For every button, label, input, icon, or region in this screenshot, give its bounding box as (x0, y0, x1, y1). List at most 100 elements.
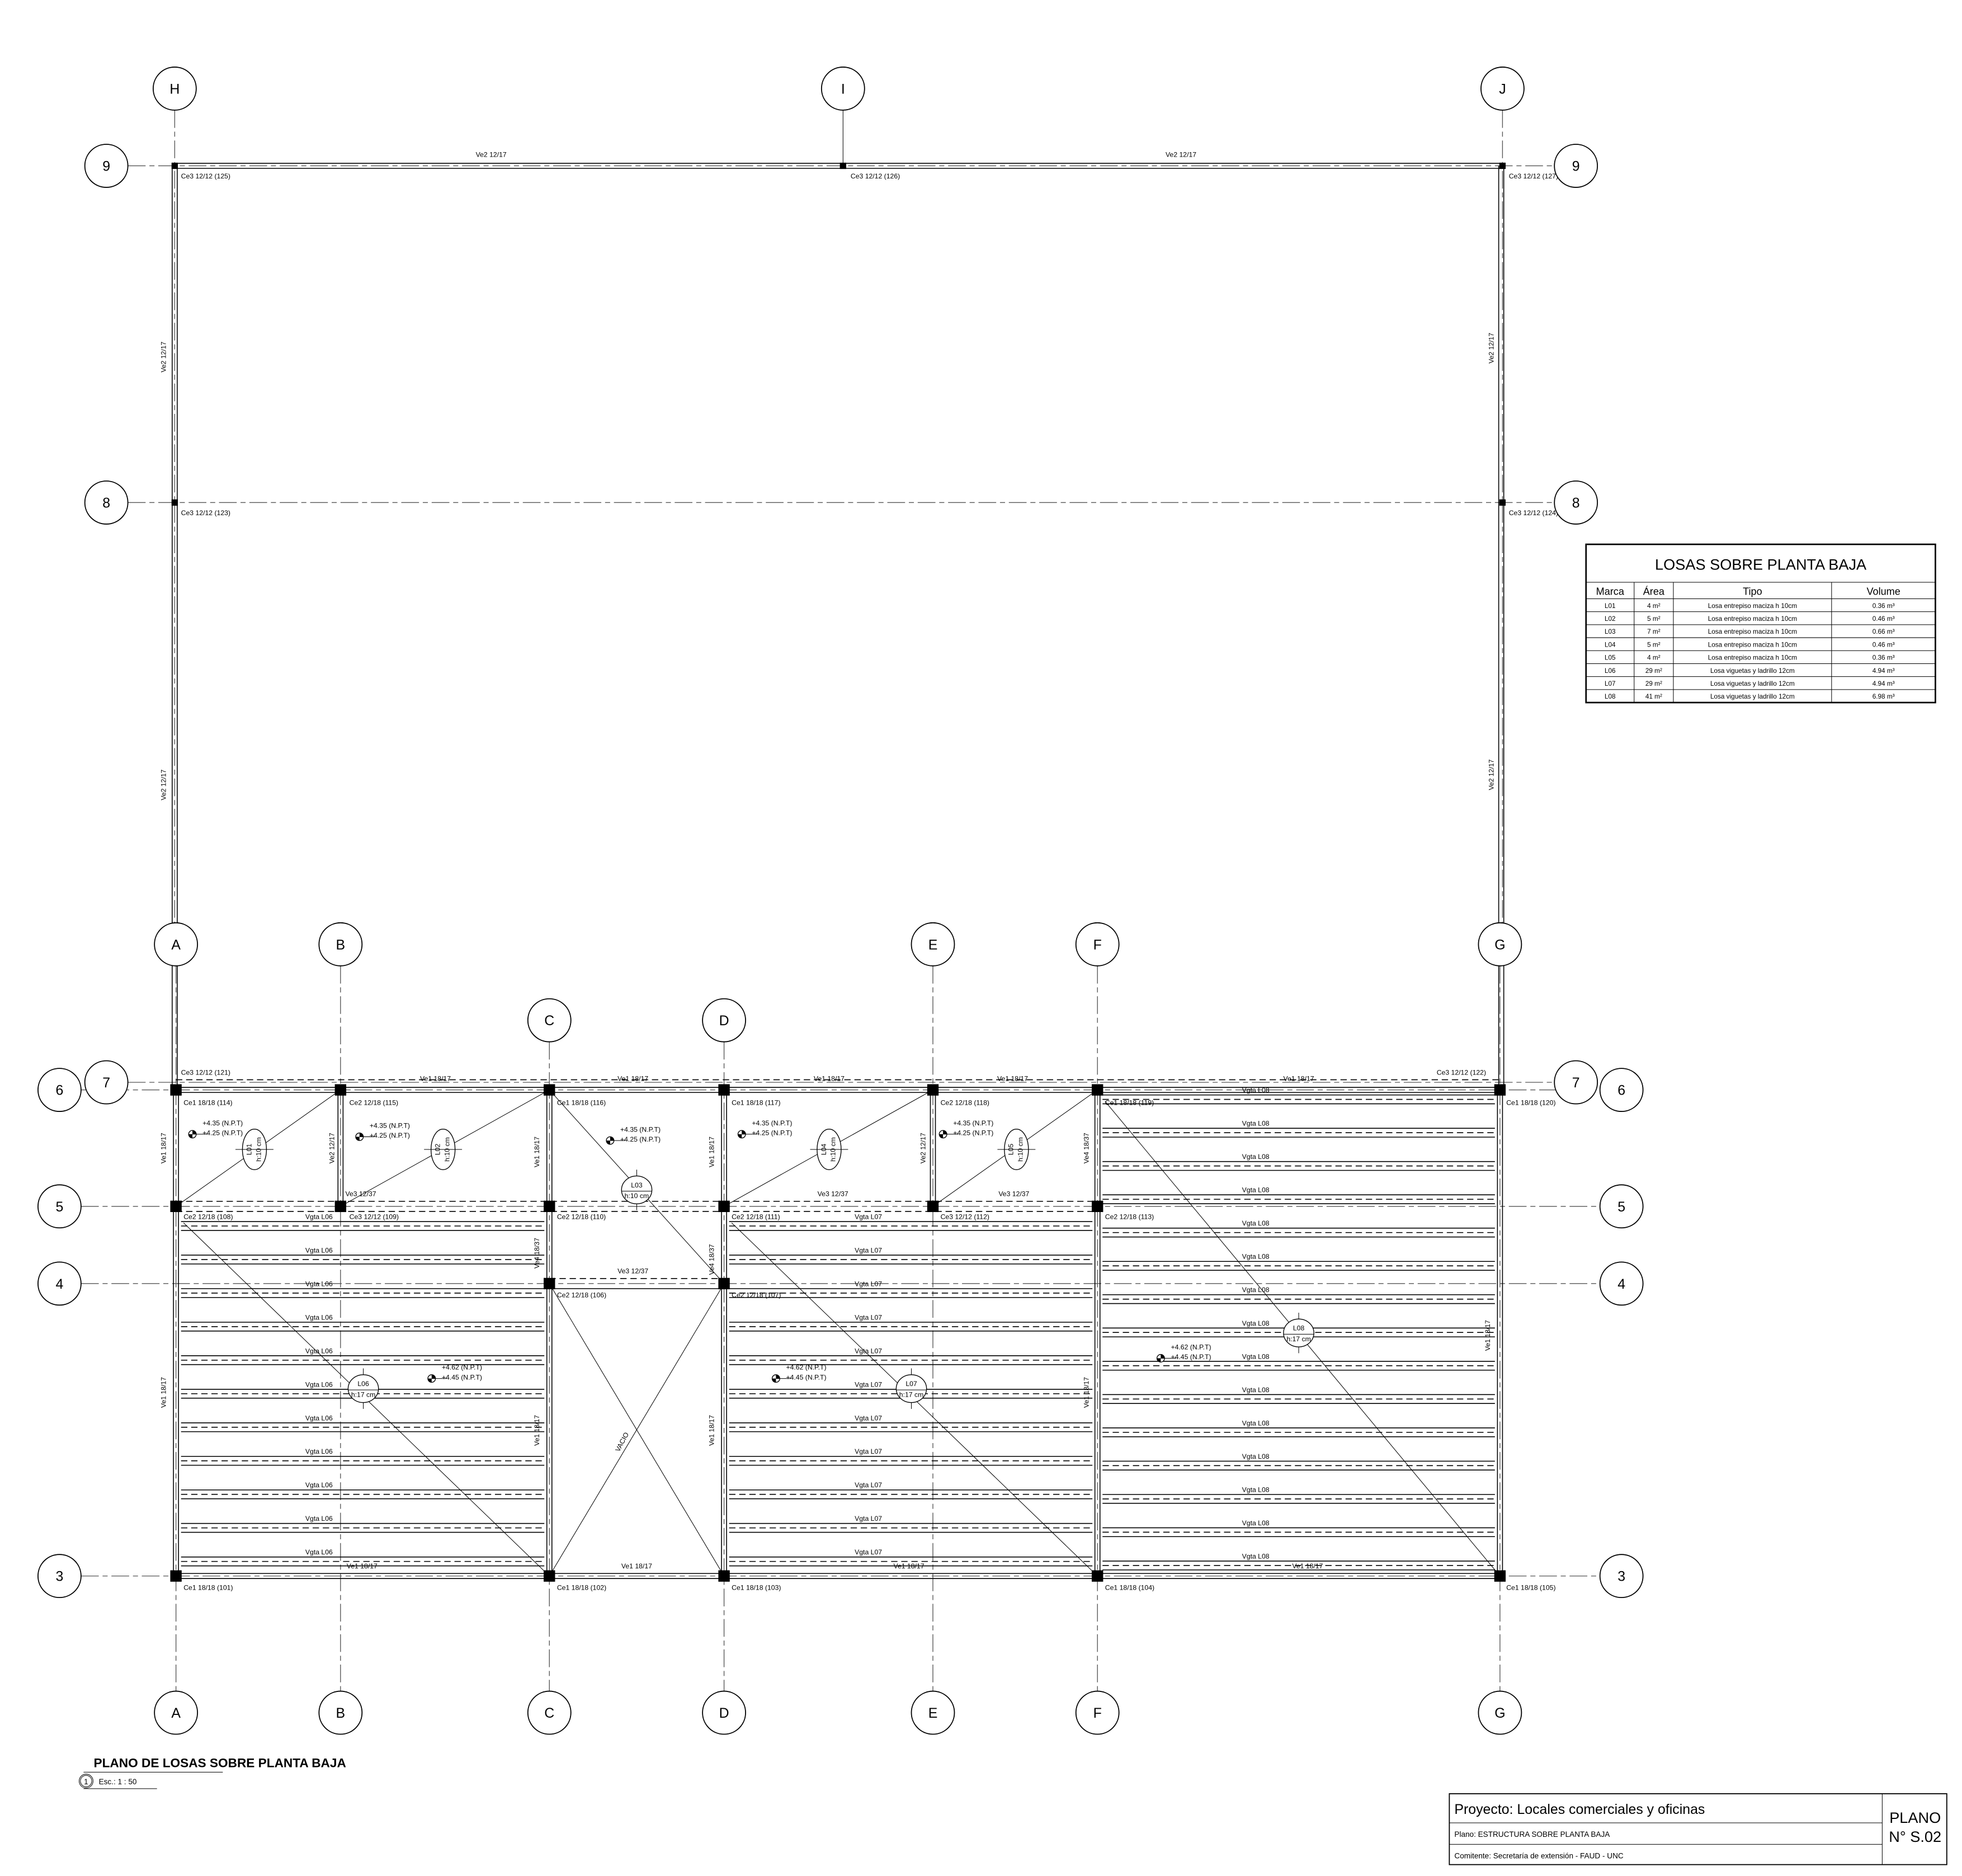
column-H8 (171, 499, 178, 506)
table-cell: Losa viguetas y ladrillo 12cm (1710, 667, 1795, 675)
level-top: +4.62 (N.P.T) (442, 1364, 482, 1371)
slab-tag-mark: L06 (357, 1380, 369, 1388)
level-top: +4.35 (N.P.T) (953, 1119, 993, 1127)
level-marker-icon (356, 1133, 364, 1141)
slab-tag-thickness: h:10 cm (254, 1137, 262, 1161)
column-label: Ce3 12/12 (127) (1509, 172, 1558, 180)
schedule-title: LOSAS SOBRE PLANTA BAJA (1655, 555, 1867, 573)
grid-bubble-top-G (1478, 922, 1522, 967)
column-C5 (544, 1200, 555, 1212)
column-label: Ce1 18/18 (117) (732, 1099, 780, 1107)
column-A6 (170, 1084, 182, 1096)
client-name: Comitente: Secretaría de extensión - FAU… (1454, 1851, 1623, 1860)
grid-bubble-bottom-D-label: D (719, 1705, 729, 1721)
beam-label: Ve3 12/37 (617, 1267, 648, 1275)
table-cell: 0.36 m³ (1873, 654, 1895, 662)
table-cell: L04 (1605, 641, 1616, 648)
column-label: Ce2 12/18 (111) (732, 1213, 780, 1220)
beam-label: Ve1 18/17 (893, 1562, 924, 1570)
column-C6 (544, 1084, 555, 1096)
column-B5 (334, 1200, 347, 1212)
level-top: +4.62 (N.P.T) (786, 1364, 826, 1371)
table-cell: Losa viguetas y ladrillo 12cm (1710, 680, 1795, 687)
grid-bubble-right-7-label: 7 (1572, 1075, 1580, 1091)
table-cell: L02 (1605, 615, 1616, 623)
joist-label: Vgta L07 (855, 1280, 882, 1288)
beam-label: Ve3 12/37 (998, 1190, 1029, 1198)
column-F3 (1092, 1570, 1103, 1582)
level-marker-icon (188, 1130, 196, 1138)
column-label: Ce1 18/18 (116) (557, 1099, 606, 1107)
level-bottom: +4.45 (N.P.T) (786, 1373, 826, 1381)
column-label: Ce1 18/18 (101) (183, 1584, 233, 1592)
column-label: Ce2 12/18 (118) (941, 1099, 989, 1107)
grid-bubble-right-3 (1599, 1554, 1644, 1599)
beam-label: Ve1 18/17 (814, 1075, 845, 1083)
beam-label: Ve1 18/17 (708, 1415, 715, 1446)
table-cell: Losa entrepiso maciza h 10cm (1708, 602, 1798, 610)
table-header: Área (1643, 586, 1665, 597)
sheet-number: N° S.02 (1889, 1828, 1941, 1845)
grid-bubble-right-4 (1599, 1261, 1644, 1306)
grid-bubble-top-E (911, 922, 955, 967)
grid-bubble-left-3 (37, 1554, 82, 1599)
beam-label: Ve1 18/17 (617, 1075, 648, 1083)
column-label: Ce3 12/12 (109) (350, 1213, 399, 1220)
grid-bubble-left-4-label: 4 (55, 1276, 63, 1292)
table-cell: 0.46 m³ (1873, 615, 1895, 623)
table-cell: 4 m² (1647, 654, 1661, 662)
slab-tag-mark: L03 (631, 1181, 643, 1189)
column-A3 (170, 1570, 182, 1582)
grid-bubble-I (820, 67, 865, 111)
beam-label: Ve3 12/37 (346, 1190, 376, 1198)
grid-bubble-left-7-label: 7 (102, 1075, 110, 1091)
table-cell: 0.36 m³ (1873, 602, 1895, 610)
grid-bubble-top-B (318, 922, 363, 967)
table-cell: L07 (1605, 680, 1616, 687)
joist-label: Vgta L08 (1242, 1253, 1270, 1261)
slab-tag-thickness: h:10 cm (625, 1192, 649, 1200)
table-cell: Losa entrepiso maciza h 10cm (1708, 641, 1798, 648)
joist-label: Vgta L06 (305, 1347, 333, 1355)
table-cell: 7 m² (1647, 628, 1661, 635)
slab-tag-thickness: h:10 cm (1017, 1137, 1025, 1161)
grid-bubble-top-D-label: D (719, 1013, 729, 1029)
beam-label: Ve4 18/37 (1082, 1133, 1090, 1163)
column-label: Ce1 18/18 (105) (1506, 1584, 1555, 1592)
level-top: +4.35 (N.P.T) (202, 1119, 243, 1127)
column-label: Ce3 12/12 (125) (181, 172, 230, 180)
view-scale: Esc.: 1 : 50 (99, 1778, 137, 1786)
column-A5 (170, 1200, 182, 1212)
grid-bubble-left-3-label: 3 (55, 1569, 63, 1585)
grid-bubble-bottom-F-label: F (1093, 1705, 1102, 1721)
grid-bubble-top-F-label: F (1093, 937, 1102, 953)
joist-label: Vgta L08 (1242, 1153, 1270, 1161)
joist-label: Vgta L06 (305, 1515, 333, 1523)
project-name: Proyecto: Locales comerciales y oficinas (1454, 1802, 1705, 1817)
grid-bubble-J-label: J (1499, 81, 1506, 97)
level-bottom: +4.25 (N.P.T) (620, 1135, 661, 1143)
grid-bubble-bottom-F (1075, 1690, 1120, 1735)
grid-bubble-I-label: I (841, 81, 845, 97)
grid-bubble-top-C (527, 998, 572, 1043)
joist-label: Vgta L08 (1242, 1286, 1270, 1294)
beam-label: Ve1 18/17 (420, 1075, 451, 1083)
table-cell: 4.94 m³ (1873, 667, 1895, 675)
joist-label: Vgta L08 (1242, 1519, 1270, 1527)
joist-label: Vgta L07 (855, 1515, 882, 1523)
beams (172, 163, 1504, 1579)
joist-label: Vgta L07 (855, 1213, 882, 1220)
level-bottom: +4.45 (N.P.T) (1171, 1353, 1211, 1361)
column-label: Ce3 12/12 (124) (1509, 509, 1558, 517)
column-label: Ce1 18/18 (114) (183, 1099, 232, 1107)
grid-bubble-top-C-label: C (544, 1013, 554, 1029)
table-cell: 4 m² (1647, 602, 1661, 610)
joist-label: Vgta L06 (305, 1280, 333, 1288)
joist-label: Vgta L08 (1242, 1319, 1270, 1327)
slab-tag-mark: L08 (1293, 1324, 1305, 1332)
joist-label: Vgta L06 (305, 1448, 333, 1455)
column-label: Ce3 12/12 (121) (181, 1068, 230, 1076)
beam-label: Ve2 12/17 (1166, 151, 1196, 159)
joist-label: Vgta L07 (855, 1414, 882, 1422)
